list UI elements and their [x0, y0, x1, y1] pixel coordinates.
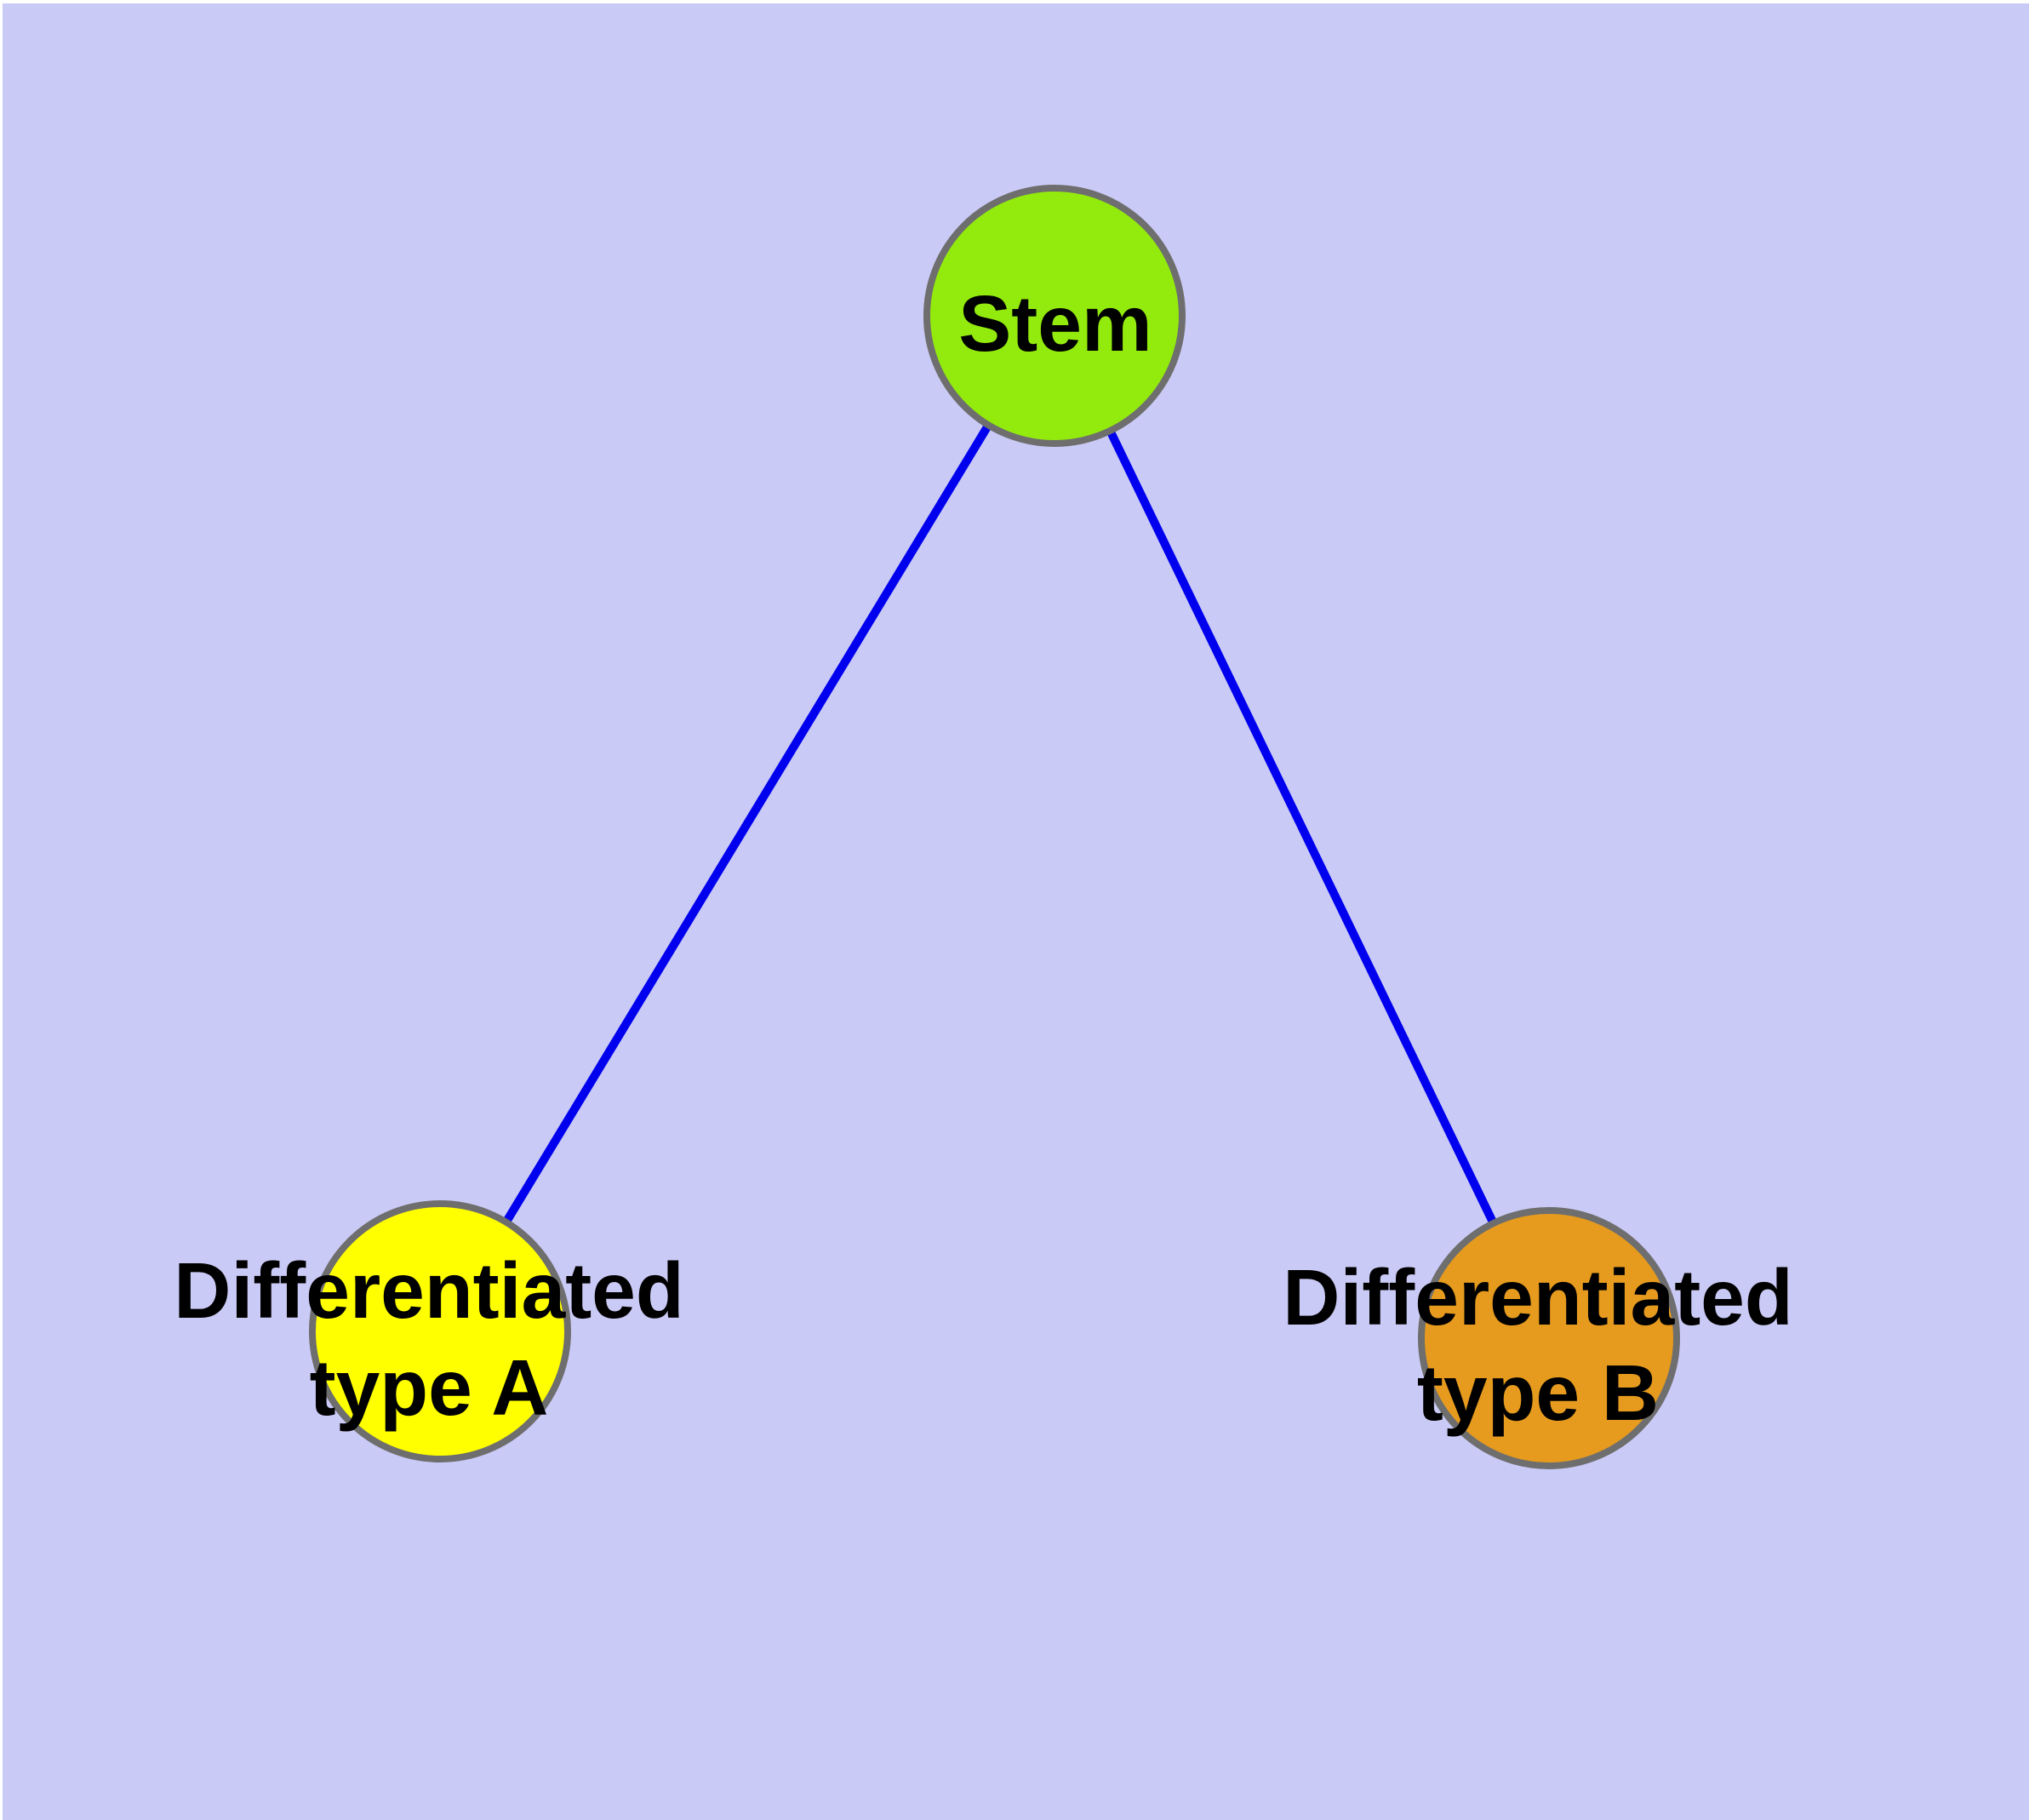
node-type-b-label-line1: Differentiated — [1283, 1253, 1792, 1342]
node-stem-label: Stem — [958, 279, 1152, 368]
node-type-a-label-line2: type A — [310, 1343, 549, 1432]
node-stem-circle — [923, 185, 1186, 447]
node-type-a-circle — [309, 1200, 571, 1462]
edge-stem-to-type-b — [1050, 313, 1553, 1341]
node-type-b-circle — [1418, 1207, 1680, 1469]
node-type-a-label-line1: Differentiated — [174, 1246, 683, 1335]
node-type-b-label-line2: type B — [1417, 1348, 1659, 1437]
edge-stem-to-type-a — [436, 313, 1059, 1334]
